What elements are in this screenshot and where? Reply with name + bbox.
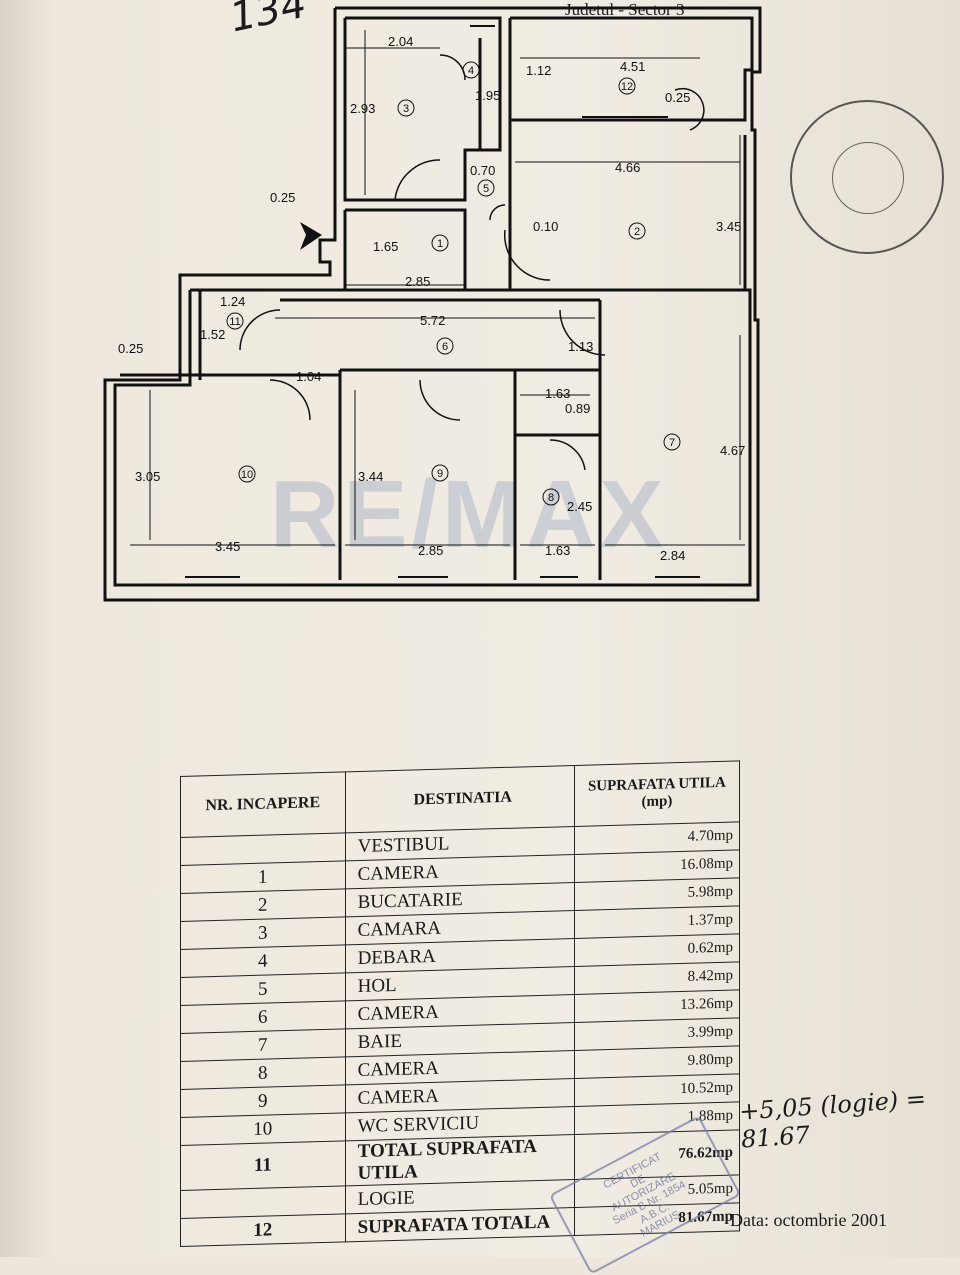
door-arc	[439, 54, 466, 81]
seal-emblem	[832, 142, 904, 214]
room-number: 2	[634, 226, 640, 238]
room-number: 7	[669, 437, 675, 449]
room-number: 8	[548, 492, 554, 504]
dimension-label: 2.93	[350, 101, 375, 116]
dimension-label: 2.85	[405, 274, 430, 289]
column-header-nr: NR. INCAPERE	[180, 771, 346, 838]
room-number-circle	[663, 433, 681, 451]
door-arc	[503, 229, 551, 281]
room-number: 5	[483, 183, 489, 195]
room-number-circle	[436, 337, 454, 355]
inner-wall	[113, 288, 752, 587]
door-arc	[489, 204, 506, 221]
room-number: 3	[403, 103, 409, 115]
dimension-label: 1.12	[526, 63, 551, 78]
room-number-circle	[542, 488, 560, 506]
room-number-circle	[618, 77, 636, 95]
room-number: 9	[437, 468, 443, 480]
cell-destinatia: TOTAL SUPRAFATA UTILA	[345, 1134, 575, 1186]
room-number: 10	[241, 469, 253, 481]
document-date: Data: octombrie 2001	[730, 1210, 887, 1230]
dimension-label: 4.51	[620, 59, 645, 74]
dimension-label: 1.24	[220, 294, 245, 309]
dimension-label: 3.45	[716, 219, 741, 234]
door-arc	[419, 379, 461, 421]
door-arc	[394, 159, 441, 201]
remax-watermark: RE/MAX	[270, 461, 668, 568]
dimension-label: 1.95	[475, 88, 500, 103]
room-number: 4	[468, 65, 474, 77]
dimension-label: 0.89	[565, 401, 590, 416]
floor-plan: 2.04 1.12 4.51 2.93 1.95 0.25 0.70 4.66 …	[103, 6, 762, 602]
dimension-label: 1.63	[545, 543, 570, 558]
dimension-label: 3.05	[135, 469, 160, 484]
dimension-label: 5.72	[420, 313, 445, 328]
cell-destinatia: SUPRAFATA TOTALA	[345, 1207, 575, 1242]
dimension-label: 2.85	[418, 543, 443, 558]
dimension-label: 2.45	[567, 499, 592, 514]
entrance-arrow	[300, 222, 322, 250]
room-number-circle	[238, 465, 256, 483]
dimension-label: 1.52	[200, 327, 225, 342]
door-arc	[549, 439, 586, 471]
cell-nr: 12	[180, 1213, 346, 1247]
dimension-label: 4.66	[615, 160, 640, 175]
room-number: 11	[229, 316, 240, 328]
dimension-label: 0.25	[270, 190, 295, 205]
room-number: 6	[442, 341, 448, 353]
room-number: 1	[437, 238, 443, 250]
room-number-circle	[431, 464, 449, 482]
room-number-circle	[226, 312, 244, 330]
dimension-label: 4.67	[720, 443, 745, 458]
room-number-circle	[462, 61, 480, 79]
cell-nr: 11	[180, 1140, 346, 1191]
room-number-circle	[431, 234, 449, 252]
dimension-label: 1.63	[545, 386, 570, 401]
dimension-label: 1.04	[296, 369, 321, 384]
door-arc	[239, 309, 281, 351]
room-number: 12	[621, 81, 633, 93]
door-arc	[674, 87, 705, 131]
dimension-label: 0.70	[470, 163, 495, 178]
door-arc	[269, 379, 311, 421]
dimension-label: 1.13	[568, 339, 593, 354]
dimension-label: 0.25	[118, 341, 143, 356]
column-header-destinatia: DESTINATIA	[345, 765, 575, 833]
inner-wall	[508, 120, 747, 292]
dimension-label: 0.25	[665, 90, 690, 105]
outer-wall	[103, 6, 762, 602]
dimension-label: 3.45	[215, 539, 240, 554]
handwritten-annotation: +5,05 (logie) = 81.67	[738, 1084, 927, 1154]
dimension-label: 2.04	[388, 34, 413, 49]
circular-seal	[790, 100, 944, 254]
dimension-label: 0.10	[533, 219, 558, 234]
dimension-label: 1.65	[373, 239, 398, 254]
room-number-circle	[397, 99, 415, 117]
dimension-label: 3.44	[358, 469, 383, 484]
column-header-suprafata: SUPRAFATA UTILA (mp)	[574, 760, 740, 827]
dimension-label: 2.84	[660, 548, 685, 563]
room-number-circle	[477, 179, 495, 197]
room-number-circle	[628, 222, 646, 240]
